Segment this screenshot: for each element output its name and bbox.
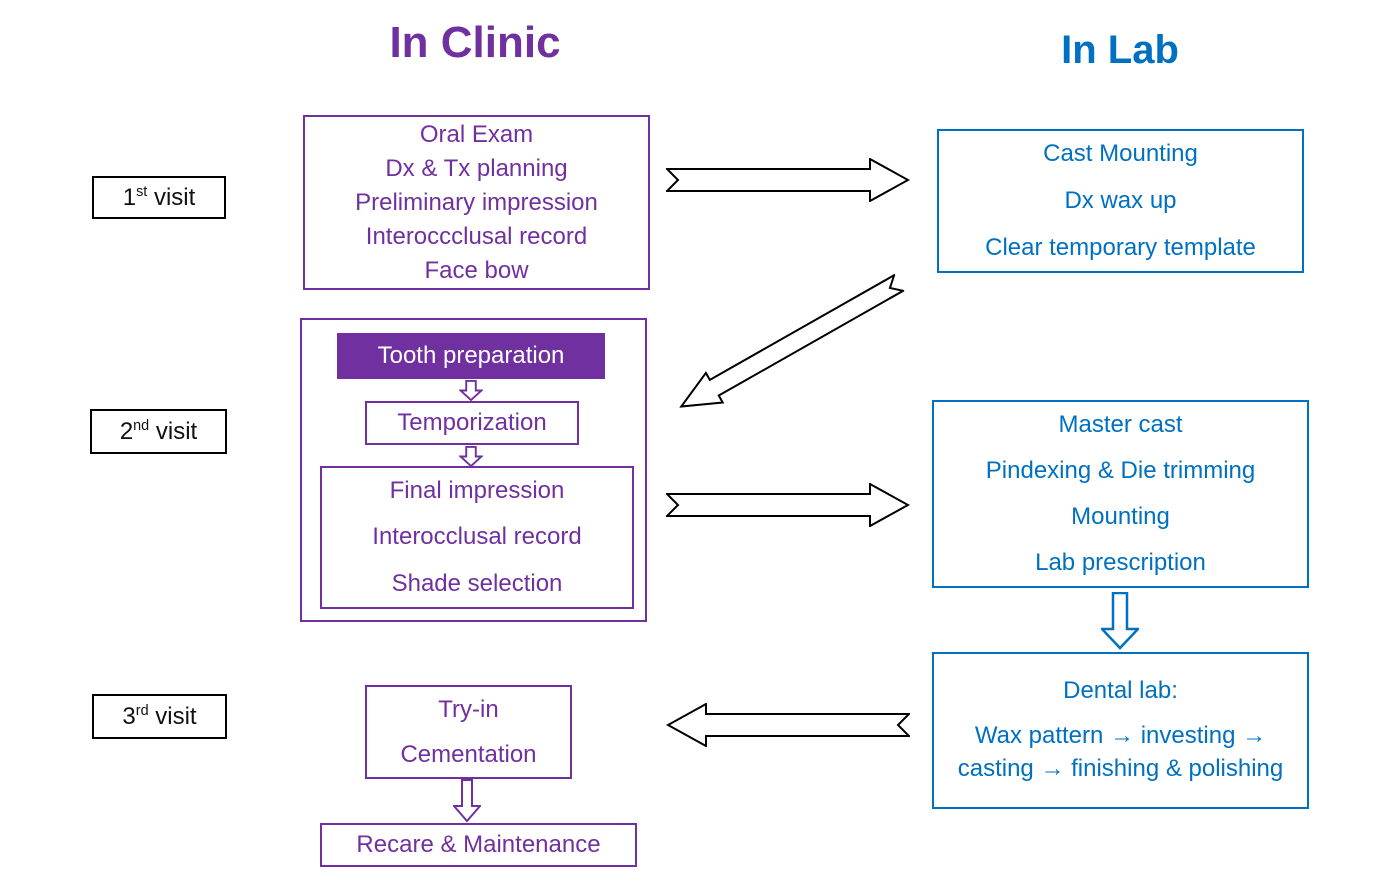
visit-label-2-text: 2nd visit	[119, 417, 198, 445]
clinic-visit1-box: Oral Exam Dx & Tx planning Preliminary i…	[303, 115, 650, 290]
arrow-mastercast-to-dentallab-icon	[1101, 592, 1139, 650]
clinic-step-cementation: Cementation	[400, 740, 537, 768]
clinic-visit3-box: Try-in Cementation	[365, 685, 572, 779]
arrow-lab-to-visit2-icon	[670, 265, 910, 425]
clinic-step-interocclusal-record-2: Interocclusal record	[372, 523, 582, 551]
arrow-visit1-to-lab-icon	[666, 158, 910, 202]
lab-step-mounting: Mounting	[1071, 503, 1170, 530]
arrow-temporization-to-final-icon	[459, 446, 483, 467]
clinic-step-shade-selection: Shade selection	[391, 569, 563, 597]
clinic-step-dx-tx-planning: Dx & Tx planning	[385, 154, 568, 182]
lab-step-cast-mounting: Cast Mounting	[1043, 140, 1198, 168]
clinic-step-face-bow: Face bow	[424, 256, 529, 284]
lab-step-lab-prescription: Lab prescription	[1035, 549, 1206, 576]
tooth-preparation-box: Tooth preparation	[337, 333, 605, 379]
lab-step-master-cast: Master cast	[1058, 411, 1183, 438]
clinic-step-final-impression: Final impression	[389, 477, 565, 505]
visit-label-2: 2nd visit	[90, 409, 227, 454]
arrow-visit2-to-lab-icon	[666, 483, 910, 527]
clinic-step-interocclusal-record: Interoccclusal record	[365, 222, 588, 250]
arrow-lab-to-visit2-shape	[679, 273, 906, 408]
lab-step-dx-wax-up: Dx wax up	[1064, 186, 1177, 214]
lab-step-clear-temporary-template: Clear temporary template	[985, 233, 1256, 261]
clinic-step-oral-exam: Oral Exam	[419, 120, 534, 148]
lab-box2: Master cast Pindexing & Die trimming Mou…	[932, 400, 1309, 588]
arrow-tryin-to-recare-icon	[453, 779, 481, 823]
clinic-step-preliminary-impression: Preliminary impression	[355, 188, 598, 216]
visit-label-3-text: 3rd visit	[122, 702, 197, 730]
lab-step-dental-lab-title: Dental lab:	[1063, 676, 1178, 704]
arrow-lab-to-visit3-icon	[666, 703, 910, 747]
arrow-tooth-to-temporization-icon	[459, 380, 483, 401]
lab-step-wax-pattern-sequence: Wax pattern → investing → casting → fini…	[957, 721, 1284, 782]
temporization-label: Temporization	[397, 409, 547, 436]
lab-box3: Dental lab: Wax pattern → investing → ca…	[932, 652, 1309, 809]
tooth-preparation-label: Tooth preparation	[377, 342, 565, 369]
recare-maintenance-label: Recare & Maintenance	[356, 831, 601, 858]
lab-step-pindexing-die-trimming: Pindexing & Die trimming	[985, 457, 1256, 484]
lab-column-title: In Lab	[1061, 28, 1179, 72]
clinic-visit2-cluster: Tooth preparation Temporization Final im…	[300, 318, 647, 622]
visit-label-1: 1st visit	[92, 176, 226, 219]
clinic-column-title: In Clinic	[389, 18, 561, 67]
final-impression-box: Final impression Interocclusal record Sh…	[320, 466, 634, 609]
lab-box1: Cast Mounting Dx wax up Clear temporary …	[937, 129, 1304, 273]
temporization-box: Temporization	[365, 401, 579, 445]
clinic-step-try-in: Try-in	[438, 695, 499, 723]
visit-label-1-text: 1st visit	[122, 183, 196, 211]
recare-maintenance-box: Recare & Maintenance	[320, 823, 637, 867]
visit-label-3: 3rd visit	[92, 694, 227, 739]
